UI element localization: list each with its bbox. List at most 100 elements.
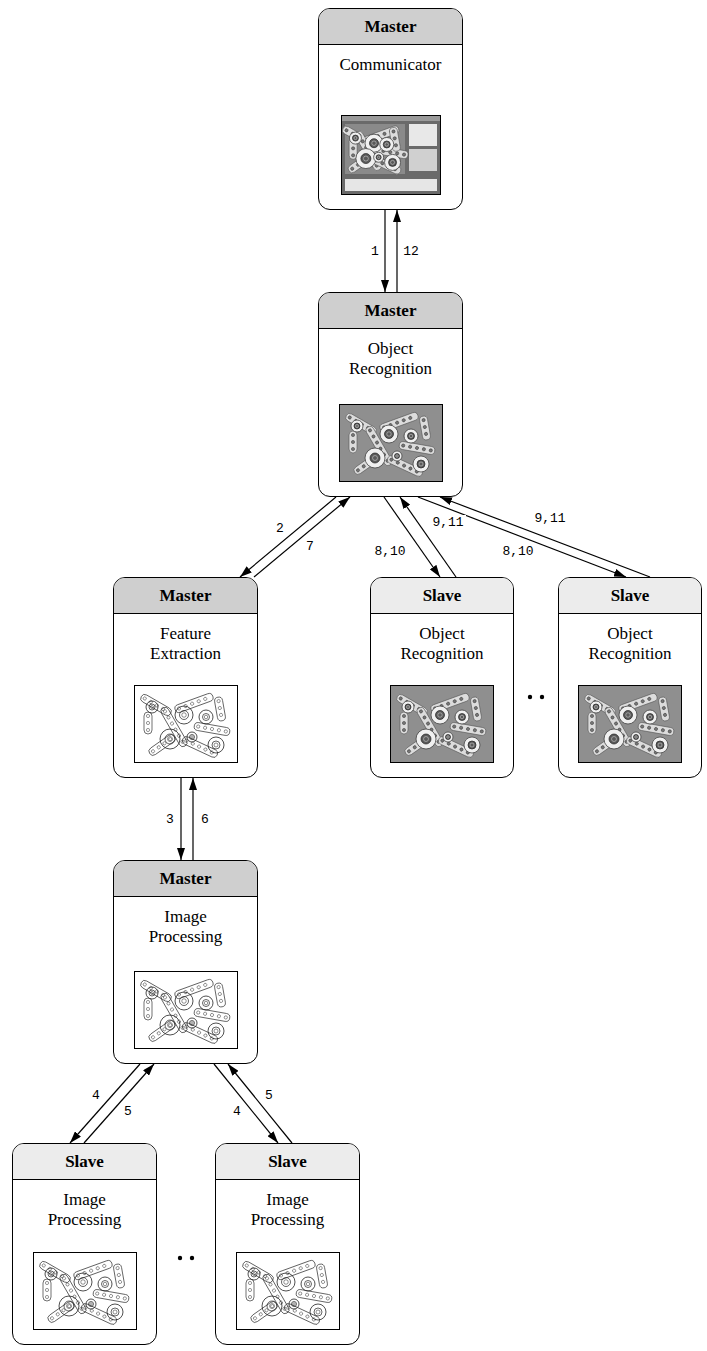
ring-core [252,1273,255,1276]
ring-core [292,1303,295,1306]
bar-hole [292,1269,296,1273]
bar-hole [374,440,378,444]
bar-hole [210,1013,214,1017]
bar-hole [167,737,171,741]
bar-hole [351,440,354,443]
bar-hole [319,1273,323,1277]
ring-core [355,425,358,428]
bar-hole [102,1264,106,1268]
bar-hole [271,1288,275,1292]
message-arrow [384,497,440,577]
ring-hole [405,704,411,710]
ring-core [306,1282,310,1286]
ring-hole [48,1271,54,1277]
scene-parts [395,692,486,758]
image-frame [134,972,237,1049]
bar-hole [196,744,200,748]
message-arrow [440,497,650,577]
ring-hole [624,711,633,720]
ring-core [190,736,193,739]
bar-hole [217,706,221,710]
module-name: Image Processing [229,1190,347,1230]
bar-hole [459,747,463,751]
bar-hole [350,166,354,170]
ring-hole [446,735,451,740]
ring-outline [392,451,402,461]
edge-parts [139,978,230,1044]
bar-hole [351,433,354,436]
ring-outline [349,132,361,144]
ring-hole [388,158,396,166]
bar-hole [95,1266,99,1270]
ring-core [658,743,662,747]
bar-hole [156,1031,160,1035]
bar-hole [668,730,672,734]
side-panel [409,124,437,146]
ring-hole [634,735,639,740]
ring-core [363,156,368,161]
bar-hole [361,464,365,468]
ring-hole [88,1302,93,1307]
bar-hole [399,696,403,700]
bar-outline [80,1302,118,1325]
part-bar [213,696,225,721]
bar-hole [641,744,645,748]
bar-hole [590,721,593,724]
step-number: 4 [231,1104,243,1119]
bar-hole [408,466,412,470]
bar-outline [92,1289,129,1303]
step-number: 4 [90,1088,102,1103]
ring-outline [74,1273,92,1291]
ring-hole [291,1302,296,1307]
edge-parts [139,692,230,758]
bar-hole [203,747,207,751]
ring-hole [593,704,599,710]
bar-hole [146,714,149,717]
bar-hole [453,744,457,748]
ring-core [80,1280,85,1285]
bar-hole [116,1273,120,1277]
module-name: Feature Extraction [127,624,245,664]
ring-outline [643,710,657,724]
ring-outline [301,1277,315,1291]
part-bar [246,1279,254,1301]
bar-hole [41,1263,45,1267]
role-header: Slave [371,578,513,614]
role-header: Slave [13,1144,156,1180]
bar-hole [146,1000,149,1003]
bar-hole [607,709,611,713]
message-arrow [84,1064,154,1143]
image-frame [236,1253,339,1330]
ring-hole [189,735,194,740]
bar-outline [181,1021,219,1044]
bar-hole [422,425,426,429]
bar-hole [169,1007,173,1011]
part-bar [241,1260,274,1284]
ring-hole [149,704,155,710]
bar-hole [325,1297,329,1301]
bar-hole [402,728,405,731]
ring-outline [455,710,469,724]
ring-core [371,141,376,146]
ring-hole [251,1271,257,1277]
bar-hole [95,1311,99,1315]
bar-hole [219,713,223,717]
bar-hole [55,1312,59,1316]
bar-outline [246,1279,254,1301]
bar-hole [415,446,419,450]
bar-hole [407,749,411,753]
ring-hole [202,714,209,721]
ring-core [49,1273,52,1276]
ring-hole [647,714,654,721]
part-bar [80,1302,118,1325]
step-number: 1 [369,244,381,259]
side-panel [409,149,437,171]
bar-hole [166,1001,170,1005]
bar-hole [661,728,665,732]
bar-hole [305,1314,309,1318]
ring-outline [248,1268,260,1280]
bar-hole [115,1266,119,1270]
bar-hole [661,699,665,703]
module-name: Image Processing [127,907,245,947]
ring-core [447,736,450,739]
